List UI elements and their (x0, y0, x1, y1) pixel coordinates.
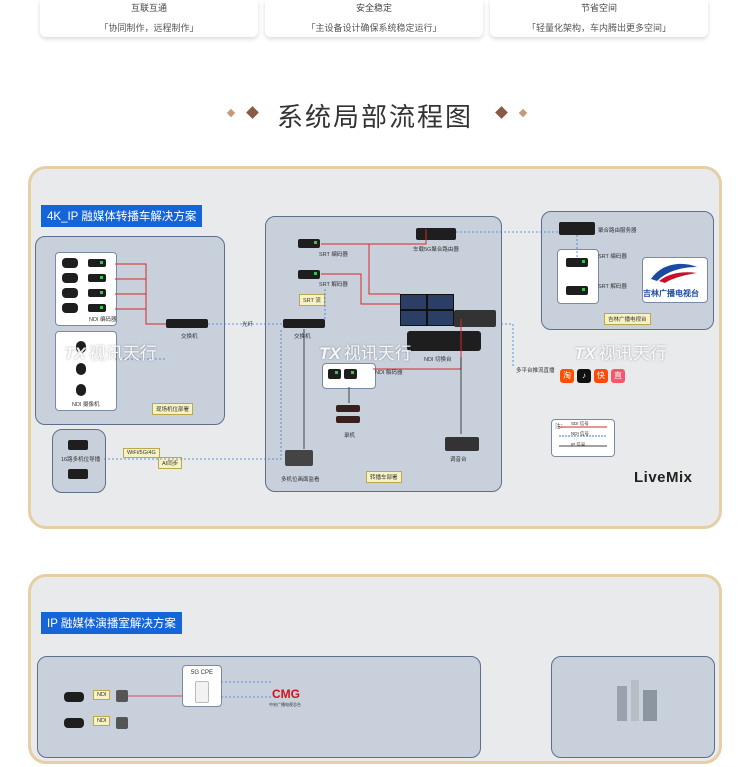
wireless-label: 16路多机位导播 (61, 457, 101, 463)
ndi-decoder-label: NDI 解码器 (375, 370, 403, 376)
legend-ip: IP 信号 (571, 442, 586, 447)
audio-mixer-icon (445, 437, 479, 451)
monitor-icon (400, 310, 427, 326)
camera-icon (62, 258, 78, 268)
legend-sdi: SDI 信号 (571, 421, 589, 426)
feature-card-desc: 「协同制作，远程制作」 (99, 23, 199, 33)
app-icon-4: 直 (611, 369, 625, 383)
camera-icon (64, 692, 84, 702)
switch-icon (166, 319, 208, 328)
agg-server-icon (559, 222, 595, 235)
ptz-camera-icon (76, 341, 86, 353)
legend-box (551, 419, 615, 457)
agg-router-label: 车载5G聚合路由器 (413, 247, 459, 253)
camera-icon (62, 288, 78, 298)
ai-sync-tag: AI同步 (158, 457, 183, 469)
srt-decoder-icon (298, 270, 320, 279)
srt-stream-tag: SRT 流 (299, 294, 325, 306)
srt-decoder-label: SRT 解码器 (319, 282, 348, 288)
tv-station-logo-text: 吉林广播电视台 (643, 289, 699, 298)
ndi-camera-label: NDI 摄像机 (72, 402, 100, 408)
transmitter-icon (68, 440, 88, 450)
switcher-screen-icon (454, 310, 496, 327)
srt-encoder-label: SRT 编码器 (319, 252, 348, 258)
feature-card-desc: 「主设备设计确保系统稳定运行」 (306, 23, 442, 33)
encoder-device-icon (116, 717, 128, 729)
diagram-title: IP 融媒体演播室解决方案 (41, 612, 182, 634)
agg-server-label: 聚合路由服务器 (598, 228, 637, 234)
ptz-camera-icon (76, 363, 86, 375)
taobao-live-icon: 淘 (560, 369, 574, 383)
feature-card-3: 节省空间 「轻量化架构，车内腾出更多空间」 (490, 0, 708, 37)
recorder-icon (336, 416, 360, 423)
feature-card-title: 安全稳定 (355, 3, 392, 13)
camera-icon (62, 273, 78, 283)
diagram-panel-truck: 4K_IP 融媒体转播车解决方案 NDI 编码器 NDI 摄像机 交换机 现场机… (28, 166, 722, 529)
livemix-logo: LiveMix (634, 469, 693, 486)
recorder-icon (336, 405, 360, 412)
tv-station-deploy-tag: 吉林广播电视台 (604, 313, 651, 325)
srt-decoder-station-label: SRT 解码器 (598, 284, 627, 290)
wifi-tag: WiFi/5G/4G (123, 448, 160, 458)
monitor-icon (427, 294, 454, 310)
ptz-camera-icon (76, 384, 86, 396)
ndi-encoder-label: NDI 编码器 (89, 317, 117, 323)
switch-label: 交换机 (181, 334, 198, 340)
truck-deploy-tag: 转播车部署 (366, 471, 402, 483)
diagram-title: 4K_IP 融媒体转播车解决方案 (41, 205, 203, 227)
switcher-panel-icon (407, 331, 481, 351)
monitor-icon (427, 310, 454, 326)
srt-encoder-icon (566, 258, 588, 267)
srt-decoder-icon (566, 286, 588, 295)
encoder-device-icon (88, 289, 106, 297)
feature-card-desc: 「轻量化架构，车内腾出更多空间」 (526, 23, 671, 33)
legend-ndi: NDI 信号 (571, 431, 589, 436)
recorder-label: 录机 (344, 433, 356, 439)
srt-encoder-station-label: SRT 编码器 (598, 254, 627, 260)
transmitter-icon (68, 469, 88, 479)
tv-station-logo-icon (651, 263, 697, 283)
kuaishou-icon: 快 (594, 369, 608, 383)
cmg-subtitle: 中央广播电视总台 (269, 702, 301, 707)
ndi-decoder-icon (328, 369, 341, 379)
ndi-tag: NDI (93, 690, 111, 700)
encoder-device-icon (88, 304, 106, 312)
camera-icon (64, 718, 84, 728)
onsite-deploy-tag: 现场机位部署 (152, 403, 194, 415)
camera-panel (55, 331, 117, 411)
mixer-label: 调音台 (450, 457, 467, 463)
building-illustration-icon (617, 680, 657, 721)
ndi-decoder-icon (344, 369, 357, 379)
cpe-label: 5G CPE (191, 670, 214, 676)
diagram-panel-studio: IP 融媒体演播室解决方案 NDI NDI 5G CPE CMG 中央广播电视总… (28, 574, 722, 764)
section-heading: 系统局部流程图 (276, 102, 473, 132)
feature-card-title: 节省空间 (580, 3, 617, 13)
encoder-device-icon (88, 274, 106, 282)
encoder-device-icon (116, 690, 128, 702)
ndi-switcher-label: NDI 切换台 (424, 357, 452, 363)
switch2-label: 交换机 (294, 334, 311, 340)
camera-icon (62, 303, 78, 313)
cmg-logo: CMG (272, 687, 300, 701)
ndi-tag: NDI (93, 716, 111, 726)
laptop-label: 多机位画面监看 (281, 477, 320, 483)
fiber-label: 光纤 (242, 322, 254, 328)
encoder-device-icon (88, 259, 106, 267)
douyin-icon: ♪ (577, 369, 591, 383)
feature-card-title: 互联互通 (130, 3, 167, 13)
feature-card-1: 互联互通 「协同制作，远程制作」 (40, 0, 258, 37)
platform-stream-label: 多平台推流直播 (516, 368, 555, 374)
switch-icon (283, 319, 325, 328)
feature-card-2: 安全稳定 「主设备设计确保系统稳定运行」 (265, 0, 483, 37)
connection-lines (104, 229, 607, 460)
srt-encoder-icon (298, 239, 320, 248)
monitor-icon (400, 294, 427, 310)
laptop-icon (285, 450, 313, 466)
wireless-group (52, 429, 106, 493)
cpe-device-icon (195, 681, 209, 703)
studio-connection-lines (128, 681, 271, 698)
